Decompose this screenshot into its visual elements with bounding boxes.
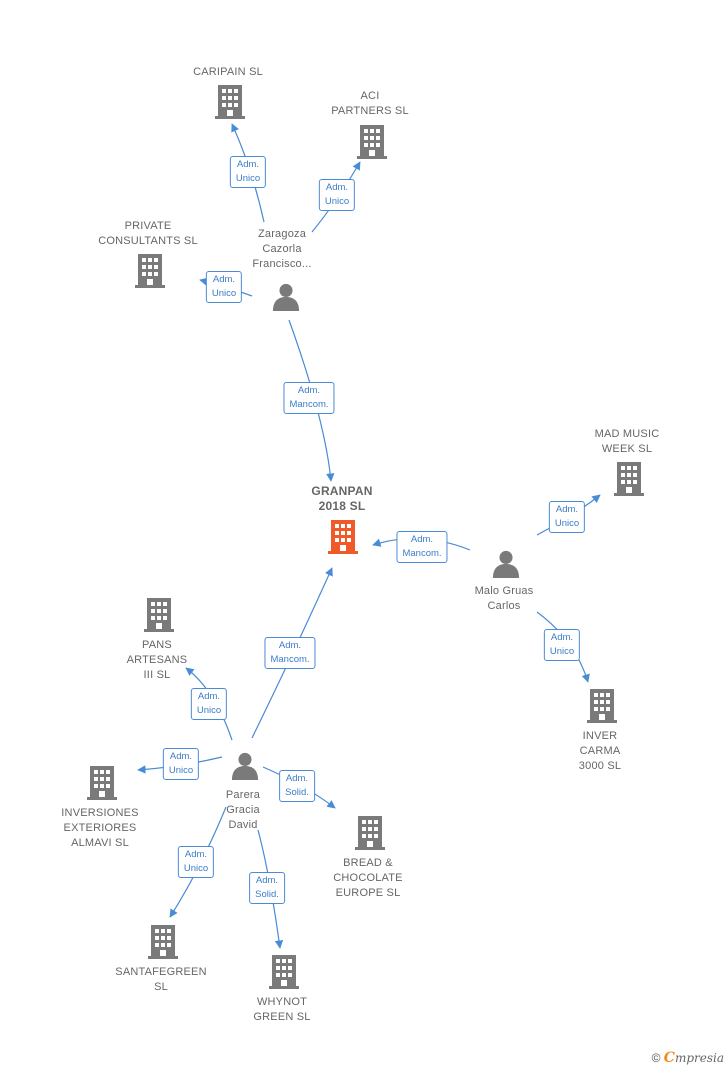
building-icon[interactable] <box>587 689 617 723</box>
edge-label-zaragoza-to-granpan: Adm. Mancom. <box>283 382 335 414</box>
edge-label-parera-to-granpan: Adm. Mancom. <box>264 637 316 669</box>
node-label-caripain[interactable]: CARIPAIN SL <box>193 66 263 78</box>
node-label-inversiones[interactable]: INVERSIONES EXTERIORES ALMAVI SL <box>61 807 139 849</box>
building-icon[interactable] <box>328 520 358 554</box>
edge-label-parera-to-pans: Adm. Unico <box>190 688 228 720</box>
building-icon[interactable] <box>144 598 174 632</box>
building-icon[interactable] <box>135 254 165 288</box>
edge-label-parera-to-bread: Adm. Solid. <box>279 770 315 802</box>
node-label-whynot[interactable]: WHYNOT GREEN SL <box>253 996 311 1023</box>
edge-label-malo-to-madmusic: Adm. Unico <box>548 501 586 533</box>
footer-brand: © Cmpresia <box>652 1050 724 1066</box>
node-label-parera[interactable]: Parera Gracia David <box>225 789 261 831</box>
node-label-pans[interactable]: PANS ARTESANS III SL <box>126 639 188 681</box>
building-icon[interactable] <box>215 85 245 119</box>
node-label-zaragoza[interactable]: Zaragoza Cazorla Francisco... <box>252 228 312 270</box>
brand-logo-text: mpresia <box>674 1051 724 1065</box>
person-icon[interactable] <box>272 283 300 311</box>
edge-label-parera-to-santafe: Adm. Unico <box>177 846 215 878</box>
copyright-icon: © <box>651 1051 661 1065</box>
person-icon[interactable] <box>231 752 259 780</box>
edge-label-malo-to-granpan: Adm. Mancom. <box>396 531 448 563</box>
edge-label-parera-to-whynot: Adm. Solid. <box>249 872 285 904</box>
building-icon[interactable] <box>614 462 644 496</box>
person-icon[interactable] <box>492 550 520 578</box>
building-icon[interactable] <box>87 766 117 800</box>
node-label-santafe[interactable]: SANTAFEGREEN SL <box>115 966 207 993</box>
node-label-aci[interactable]: ACI PARTNERS SL <box>331 90 409 117</box>
node-label-granpan[interactable]: GRANPAN 2018 SL <box>311 484 373 513</box>
node-label-bread[interactable]: BREAD & CHOCOLATE EUROPE SL <box>333 857 403 899</box>
node-label-private[interactable]: PRIVATE CONSULTANTS SL <box>98 220 198 247</box>
edge-label-parera-to-inversiones: Adm. Unico <box>162 748 200 780</box>
building-icon[interactable] <box>269 955 299 989</box>
node-label-inver[interactable]: INVER CARMA 3000 SL <box>578 730 622 772</box>
building-icon[interactable] <box>357 125 387 159</box>
building-icon[interactable] <box>148 925 178 959</box>
edge-label-zaragoza-to-aci: Adm. Unico <box>318 179 356 211</box>
node-label-madmusic[interactable]: MAD MUSIC WEEK SL <box>594 428 660 455</box>
edge-label-malo-to-inver: Adm. Unico <box>543 629 581 661</box>
edge-label-zaragoza-to-private: Adm. Unico <box>205 271 243 303</box>
building-icon[interactable] <box>355 816 385 850</box>
brand-logo-initial: C <box>663 1050 675 1066</box>
node-label-malo[interactable]: Malo Gruas Carlos <box>474 585 534 612</box>
edge-label-zaragoza-to-caripain: Adm. Unico <box>229 156 267 188</box>
